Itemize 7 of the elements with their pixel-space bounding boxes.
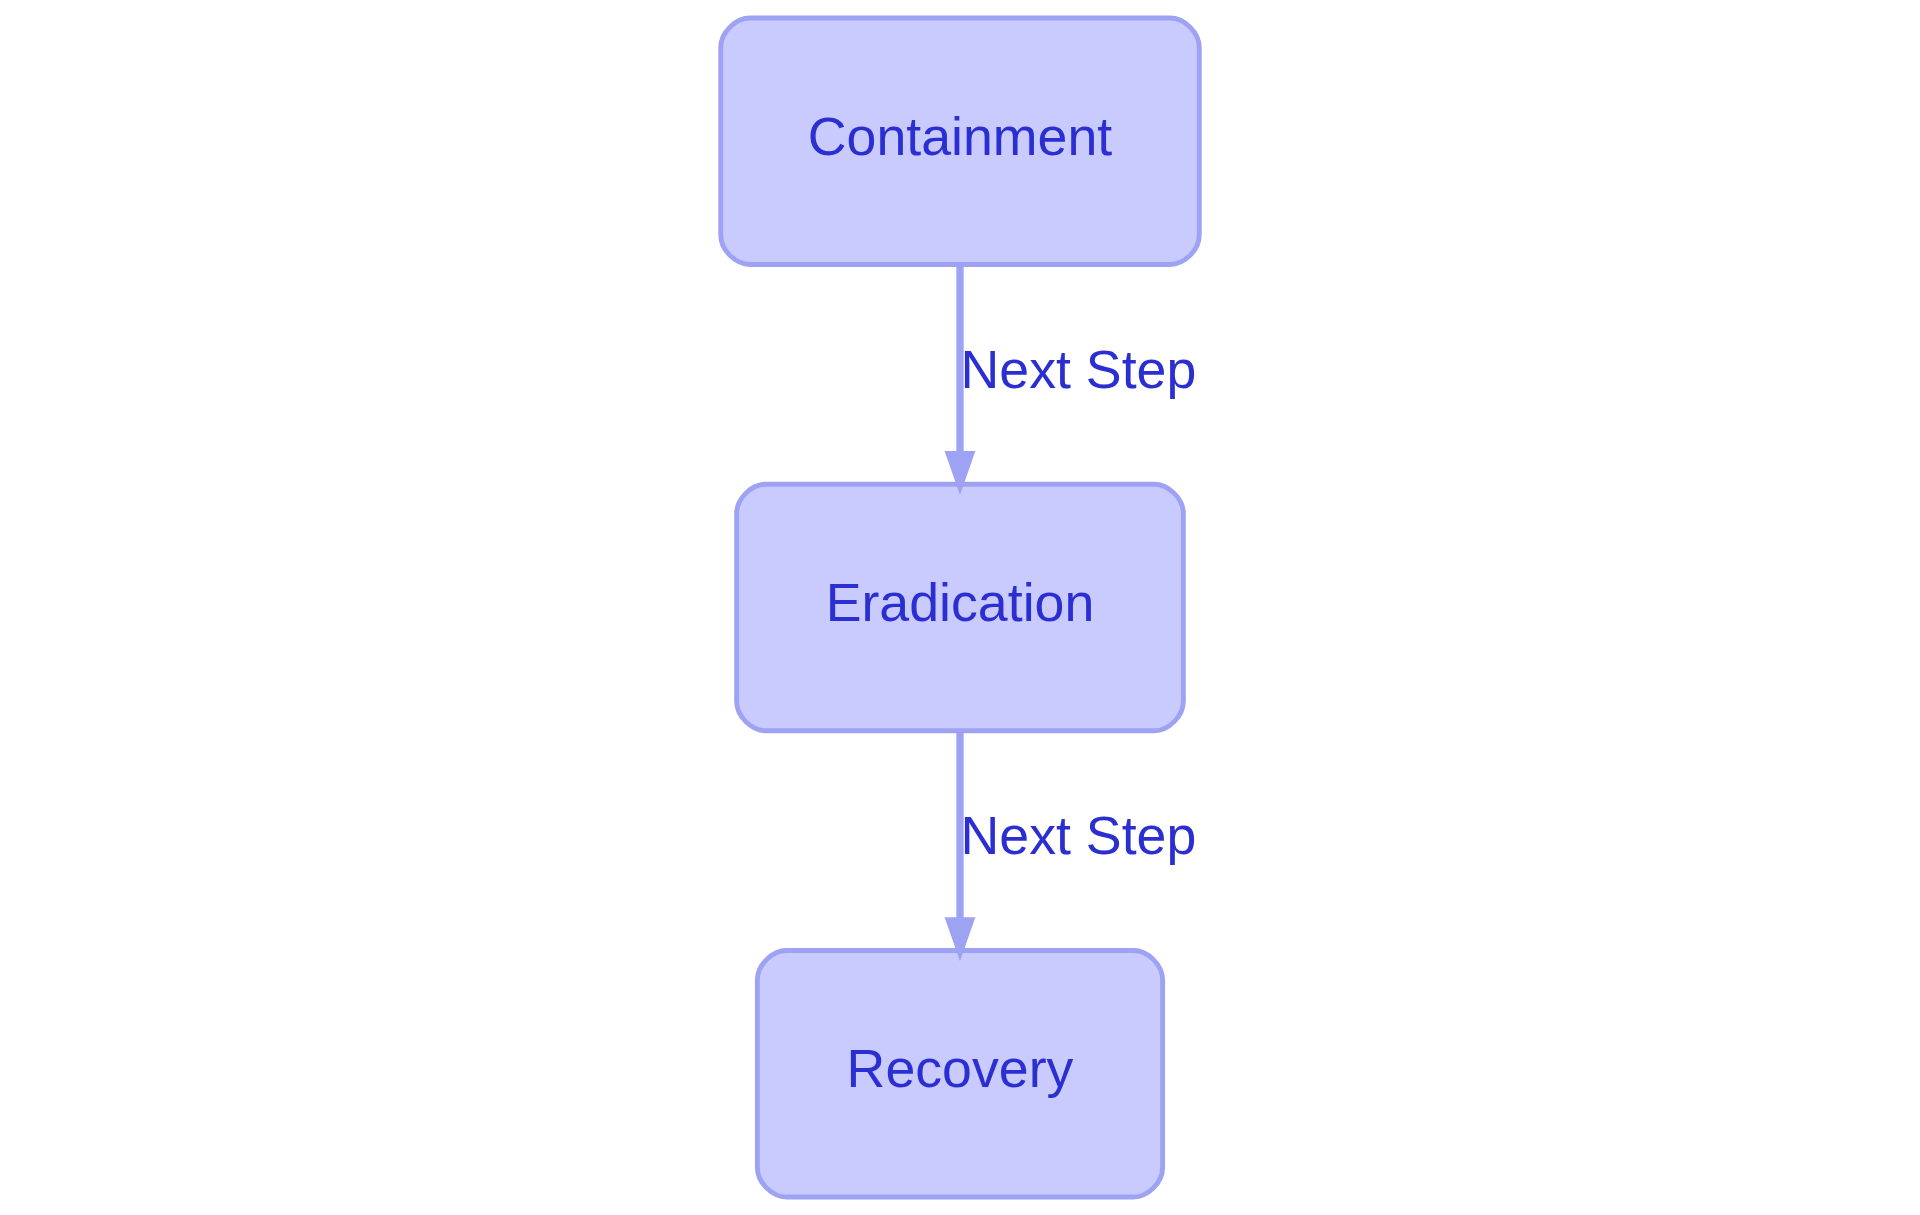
node-box: Recovery [754,948,1166,1200]
node-box: Eradication [734,481,1186,734]
edge-label: Next Step [960,339,1197,400]
node-box: Containment [718,15,1202,267]
edge-label: Next Step [960,805,1197,866]
arrow [944,731,976,962]
arrow [944,264,976,495]
